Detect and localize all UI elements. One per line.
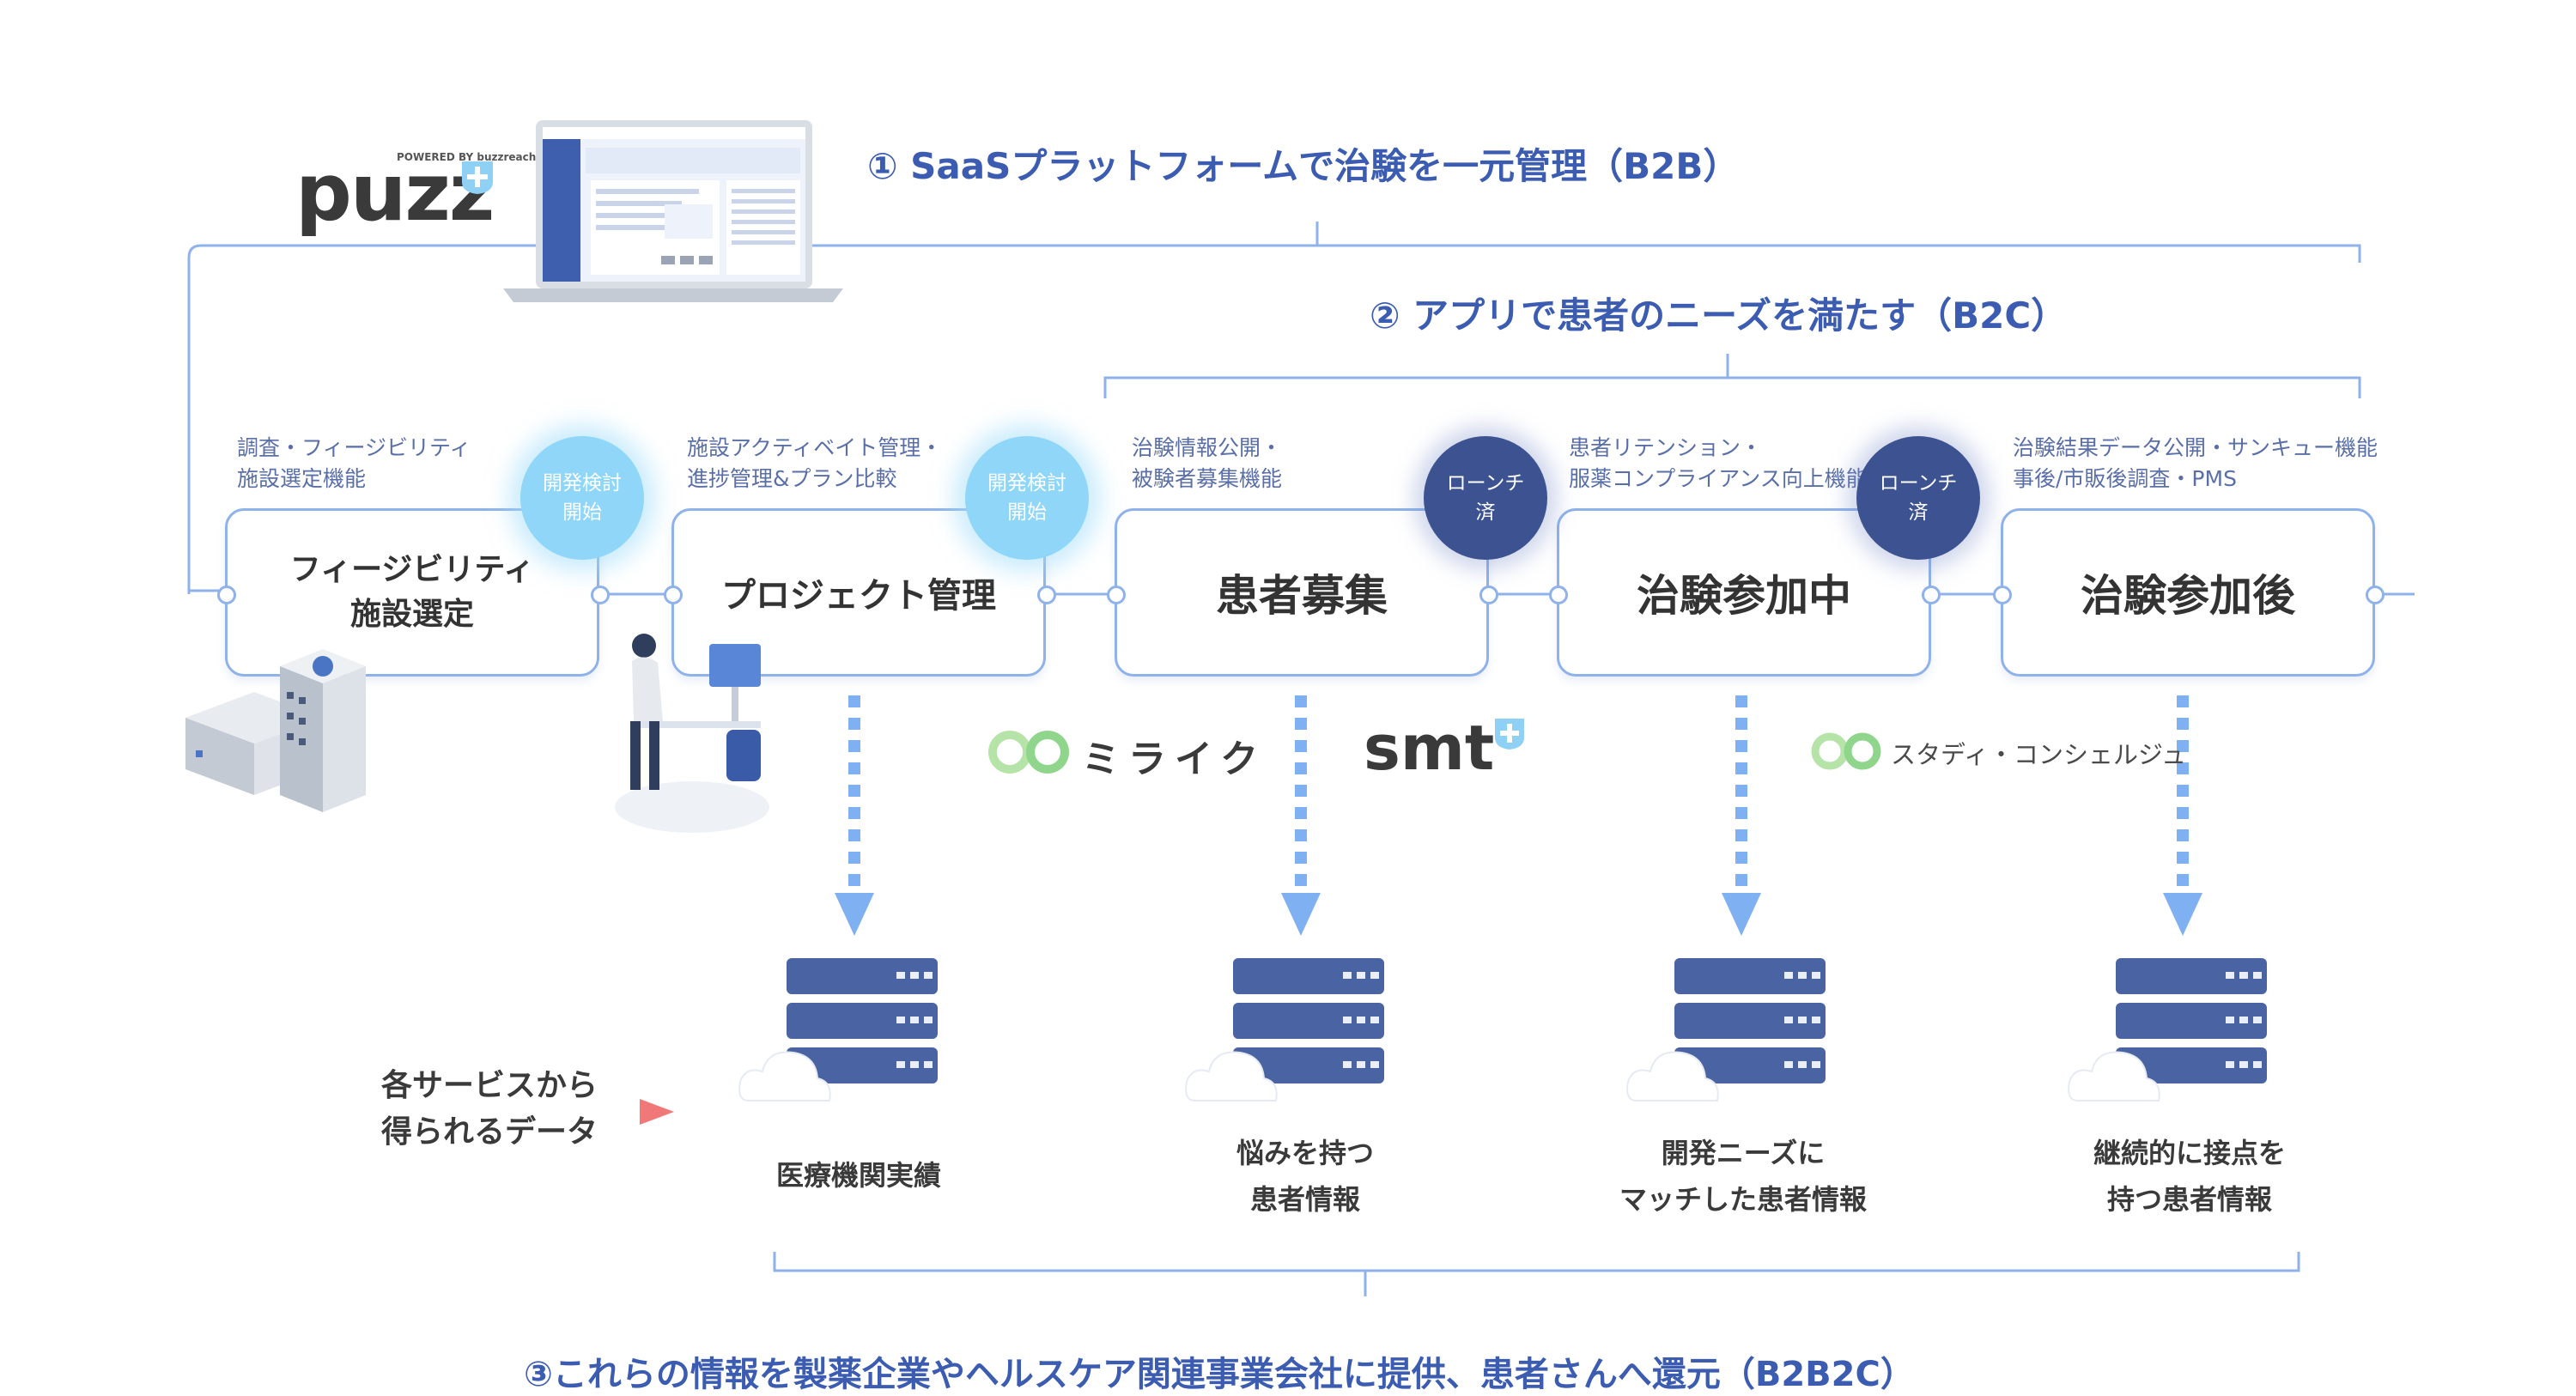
stage-caption-after: 治験結果データ公開・サンキュー機能事後/市販後調査・PMS: [2013, 433, 2378, 495]
mirike-infinity-icon: [988, 731, 1069, 774]
stage-title: 患者募集: [1216, 571, 1388, 621]
caption-line1: 治験結果データ公開・サンキュー機能: [2013, 435, 2379, 460]
caption-line2: 進捗管理&プラン比較: [687, 466, 897, 491]
caption-line2: 事後/市販後調査・PMS: [2013, 466, 2237, 491]
stage-title-line2: 施設選定: [349, 597, 474, 632]
puzz-plus-icon: [462, 161, 493, 194]
caption-line1: 調査・フィージビリティ: [237, 435, 471, 460]
connector-dot: [664, 586, 683, 604]
connector-dot: [1922, 586, 1941, 604]
connector-dot: [591, 586, 610, 604]
connector-dot: [1037, 586, 1056, 604]
header-b2b: ① SaaSプラットフォームで治験を一元管理（B2B）: [867, 145, 1740, 187]
stage-box-during-trial[interactable]: 治験参加中: [1557, 508, 1931, 677]
server-cloud-icon: [738, 958, 938, 1102]
badge-line1: ローンチ: [1446, 472, 1525, 495]
stage-caption-recruitment: 治験情報公開・被験者募集機能: [1132, 433, 1282, 495]
caption-line1: 治験情報公開・: [1132, 435, 1283, 460]
output-line1: 継続的に接点を: [2093, 1137, 2286, 1169]
hospital-building-illustration: [185, 649, 366, 812]
status-badge-dev-start: 開発検討開始: [520, 436, 644, 560]
server-cloud-icon: [2068, 958, 2267, 1102]
stage-title: フィージビリティ施設選定: [290, 548, 534, 637]
smt-plus-icon: [1495, 719, 1524, 750]
data-label-line1: 各サービスから: [380, 1068, 598, 1103]
data-output-label: 開発ニーズにマッチした患者情報: [1597, 1130, 1889, 1223]
study-concierge-logo: スタディ・コンシェルジュ: [1810, 726, 2186, 778]
connector-dot: [2366, 586, 2385, 604]
stage-caption-project: 施設アクティベイト管理・進捗管理&プラン比較: [687, 433, 942, 495]
stage-box-after-trial[interactable]: 治験参加後: [2001, 508, 2375, 677]
badge-line1: 開発検討: [543, 472, 622, 495]
caption-line2: 施設選定機能: [237, 466, 367, 491]
output-line1: 医療機関実績: [775, 1159, 941, 1192]
caption-line1: 患者リテンション・: [1569, 435, 1763, 460]
header-b2b2c: ③これらの情報を製薬企業やヘルスケア関連事業会社に提供、患者さんへ還元（B2B2…: [524, 1355, 1915, 1394]
laptop-illustration: [503, 120, 843, 302]
status-badge-launched: ローンチ済: [1856, 436, 1980, 560]
person-at-desk-illustration: [615, 634, 769, 833]
smt-logo: smt: [1364, 709, 1552, 786]
badge-line2: 開始: [1007, 501, 1047, 524]
status-badge-launched: ローンチ済: [1424, 436, 1547, 560]
stage-title: 治験参加後: [2081, 571, 2295, 621]
badge-line1: 開発検討: [987, 472, 1066, 495]
data-label-line2: 得られるデータ: [380, 1114, 598, 1150]
caption-line2: 被験者募集機能: [1132, 466, 1283, 491]
connector-dot: [1479, 586, 1498, 604]
stage-title: プロジェクト管理: [721, 576, 996, 616]
server-cloud-icon: [1185, 958, 1384, 1102]
header-b2c: ② アプリで患者のニーズを満たす（B2C）: [1370, 294, 2068, 337]
badge-line1: ローンチ: [1879, 472, 1958, 495]
badge-line2: 済: [1908, 501, 1929, 524]
data-output-label: 医療機関実績: [730, 1152, 987, 1199]
data-output-label: 継続的に接点を持つ患者情報: [2044, 1130, 2336, 1223]
puzz-powered-text: POWERED BY buzzreach: [397, 151, 537, 163]
stage-title: 治験参加中: [1637, 571, 1851, 621]
stage-title-line1: フィージビリティ: [289, 552, 535, 587]
output-line1: 悩みを持つ: [1236, 1137, 1374, 1169]
server-cloud-icon: [1626, 958, 1826, 1102]
mirike-wordmark: ミライク: [1082, 737, 1267, 781]
badge-line2: 済: [1475, 501, 1496, 524]
output-line1: 開発ニーズに: [1661, 1137, 1826, 1169]
stage-caption-during: 患者リテンション・服薬コンプライアンス向上機能: [1569, 433, 1868, 495]
smt-wordmark: smt: [1364, 712, 1495, 784]
output-line2: マッチした患者情報: [1619, 1183, 1867, 1216]
caption-line2: 服薬コンプライアンス向上機能: [1569, 466, 1868, 491]
mirike-logo: ミライク: [987, 723, 1258, 783]
output-line2: 患者情報: [1249, 1183, 1360, 1216]
output-line2: 持つ患者情報: [2106, 1183, 2272, 1216]
pointer-arrow-icon: [640, 1099, 674, 1125]
data-source-label: 各サービスから得られるデータ: [361, 1063, 618, 1156]
stage-caption-feasibility: 調査・フィージビリティ施設選定機能: [237, 433, 471, 495]
status-badge-dev-start: 開発検討開始: [965, 436, 1089, 560]
badge-line2: 開始: [562, 501, 602, 524]
stage-box-patient-recruitment[interactable]: 患者募集: [1115, 508, 1489, 677]
data-output-label: 悩みを持つ患者情報: [1176, 1130, 1434, 1223]
connector-dot: [1549, 586, 1568, 604]
connector-dot: [1107, 586, 1126, 604]
puzz-wordmark: puzz: [295, 147, 495, 239]
connector-dot: [1993, 586, 2012, 604]
study-wordmark: スタディ・コンシェルジュ: [1891, 740, 2186, 769]
study-infinity-icon: [1811, 732, 1881, 770]
caption-line1: 施設アクティベイト管理・: [687, 435, 943, 460]
puzz-logo: POWERED BY buzzreach puzz: [295, 147, 536, 239]
connector-dot: [217, 586, 236, 604]
